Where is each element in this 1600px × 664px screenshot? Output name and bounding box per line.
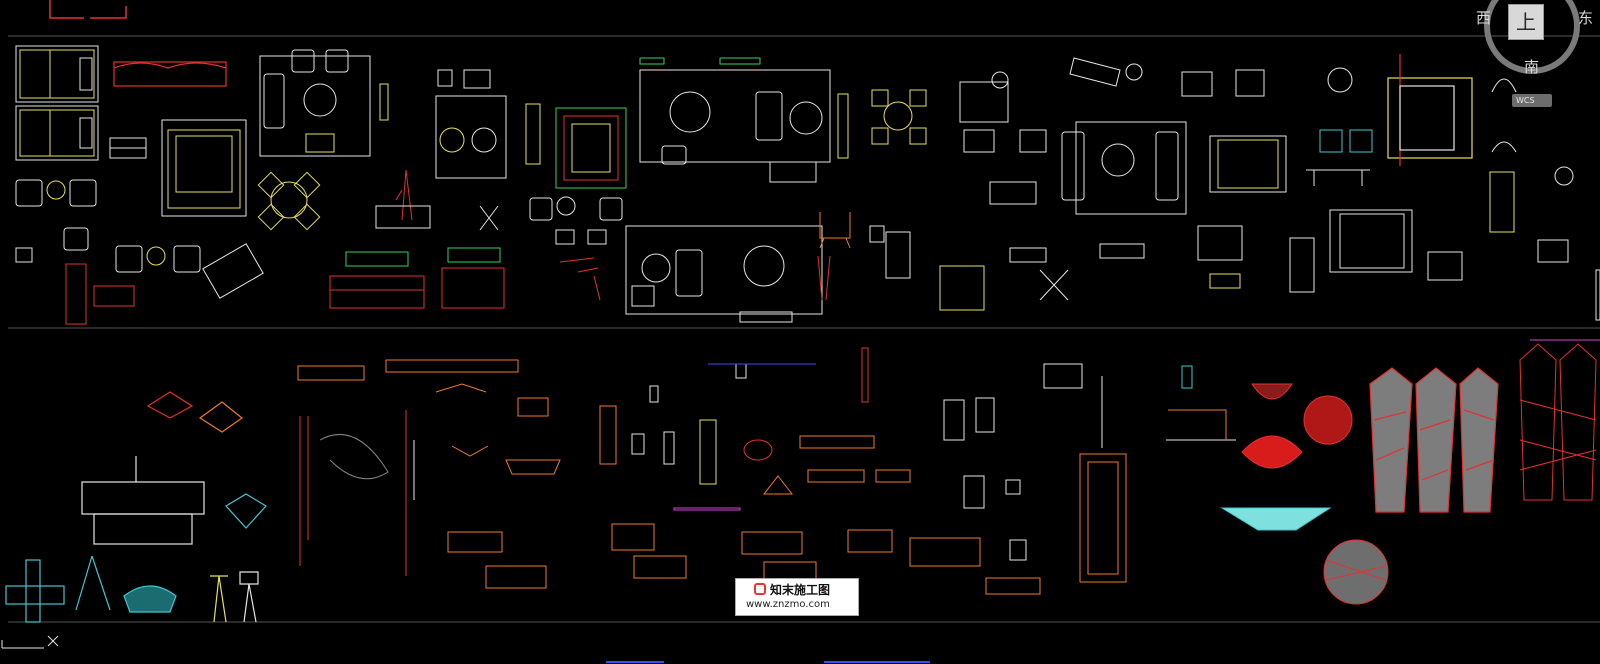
living-room-set-4 xyxy=(625,225,823,323)
sheet-divider-lines xyxy=(8,35,1600,623)
floor-lamps-left xyxy=(5,555,259,623)
bed-and-chairs-right xyxy=(1181,69,1287,289)
bed-elevation-red xyxy=(1387,54,1473,166)
ucs-icon xyxy=(1,635,59,649)
chairs-far-right xyxy=(1489,78,1600,321)
double-bed-plan-2 xyxy=(15,105,99,161)
dining-set-yellow xyxy=(869,89,985,311)
partial-red-block xyxy=(49,0,127,19)
living-room-set-5 xyxy=(959,71,1069,301)
viewcube-east-label[interactable]: 东 xyxy=(1578,9,1594,27)
bed-and-dining-right xyxy=(1289,67,1463,293)
twisted-pendants-grey xyxy=(1369,367,1499,513)
chandeliers-middle xyxy=(743,435,981,567)
red-mesh-pendants xyxy=(1519,339,1600,501)
living-room-set-3 xyxy=(639,57,849,183)
sideboard-elevation xyxy=(329,247,505,309)
viewcube-south-label[interactable]: 南 xyxy=(1524,58,1540,76)
red-pendant-lights xyxy=(1220,383,1389,605)
wcs-dropdown[interactable]: WCS xyxy=(1512,94,1552,107)
bed-with-nightstands xyxy=(161,119,247,217)
plant-and-bench xyxy=(375,169,499,231)
pendant-lamps-middle xyxy=(435,383,817,589)
watermark-title: 知末施工图 xyxy=(770,583,831,597)
lanterns-small xyxy=(943,363,1083,595)
viewcube-top-face[interactable]: 上 xyxy=(1508,4,1544,40)
cabinet-elevation xyxy=(109,137,147,159)
dining-chairs-red xyxy=(817,212,851,301)
living-room-set-2 xyxy=(435,69,507,179)
wall-sconces xyxy=(631,347,869,511)
living-room-set-1 xyxy=(259,49,389,157)
watermark-badge: 知末施工图 www.znzmo.com xyxy=(735,578,859,616)
armchairs-left xyxy=(15,179,135,325)
chandelier-strips-red xyxy=(297,359,519,576)
double-bed-plan-1 xyxy=(15,45,99,103)
armchair-pair-lower-left xyxy=(115,243,264,299)
tall-chandelier-frame xyxy=(1079,365,1236,583)
sofa-elevation xyxy=(113,61,227,87)
chairs-cluster xyxy=(529,196,623,301)
tv-cabinet-green xyxy=(525,103,627,189)
watermark-url: www.znzmo.com xyxy=(746,599,830,610)
viewcube-west-label[interactable]: 西 xyxy=(1476,9,1492,27)
living-room-set-6 xyxy=(1061,57,1187,259)
dining-set-round xyxy=(257,171,321,231)
viewcube[interactable]: 西 上 东 南 WCS xyxy=(1468,0,1600,110)
watermark-logo-icon xyxy=(754,583,766,595)
viewcube-compass-ring[interactable] xyxy=(1484,0,1580,74)
pendant-lamps-left xyxy=(81,391,267,545)
